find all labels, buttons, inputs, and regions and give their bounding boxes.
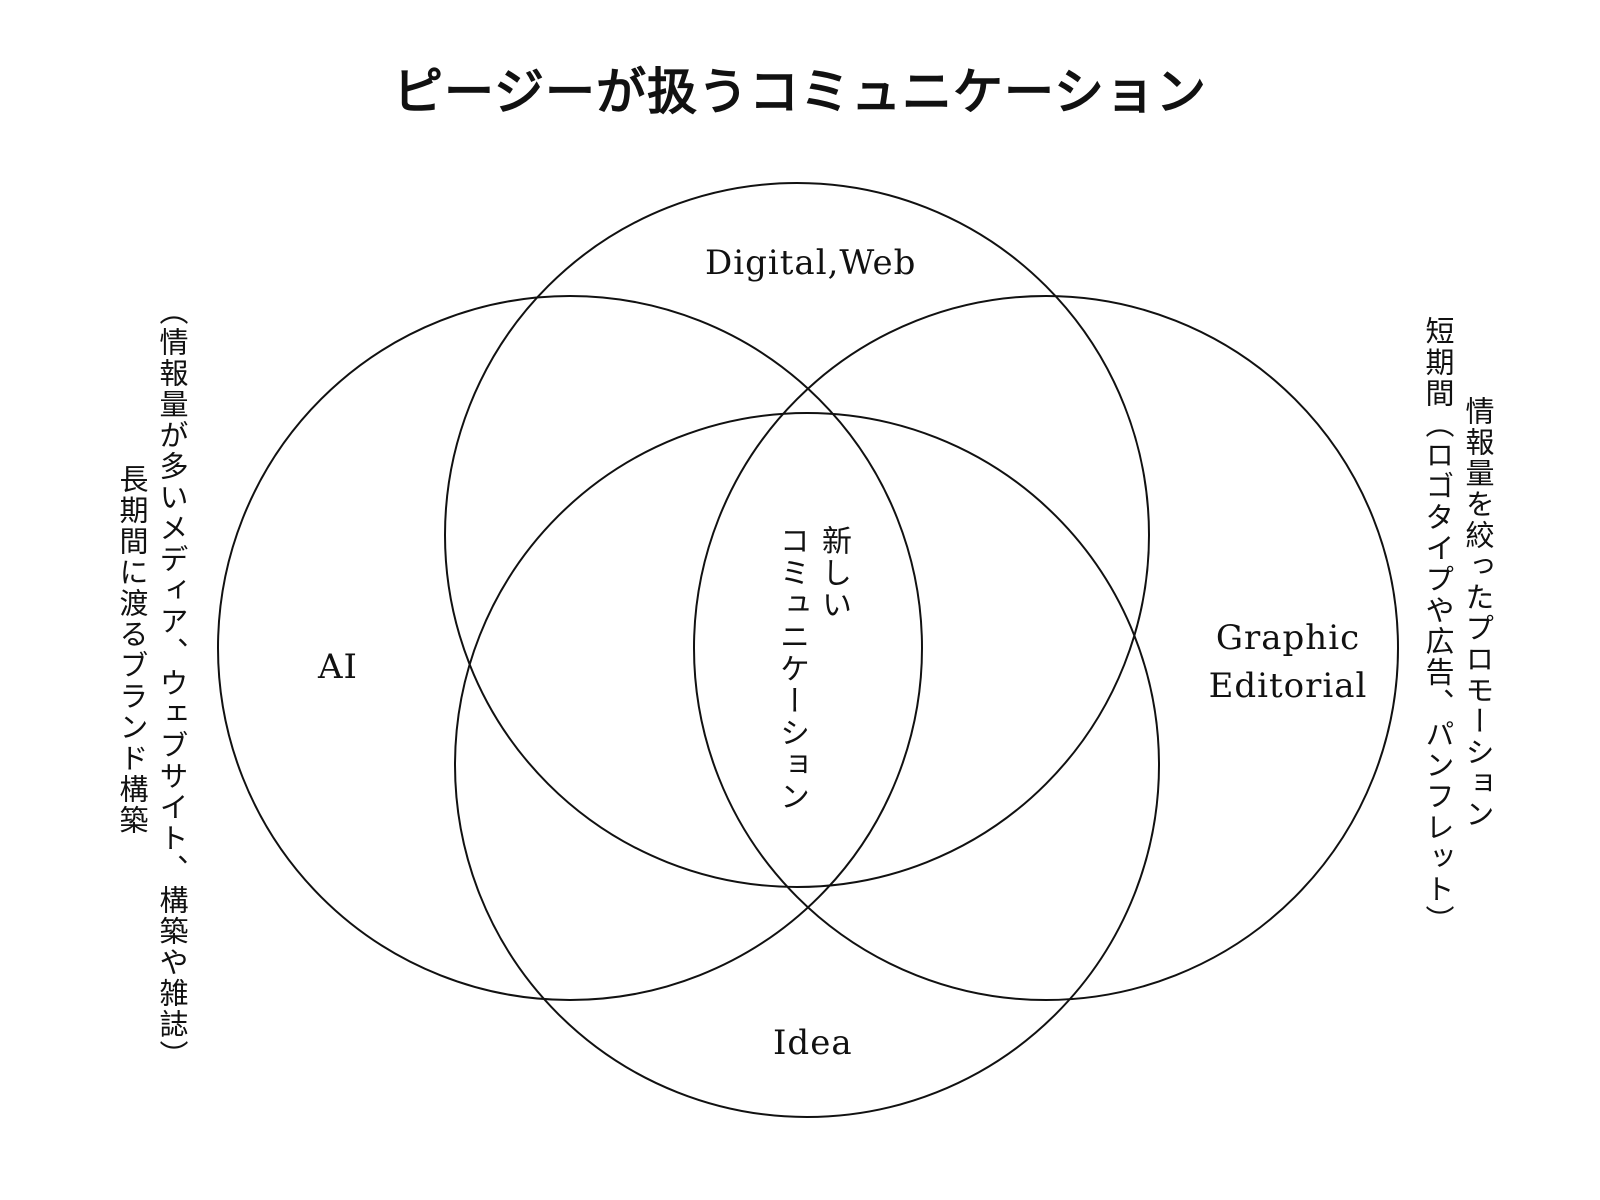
center-label-line-2: コミュニケーション [774, 525, 809, 813]
label-idea: Idea [773, 1023, 853, 1063]
center-label: 新しい コミュニケーション [770, 525, 854, 813]
right-note-line-1: 情報量を絞ったプロモーション [1461, 396, 1495, 830]
label-graphic: Graphic [1215, 618, 1361, 658]
center-label-line-1: 新しい [816, 525, 851, 621]
label-ai: AI [318, 647, 358, 687]
page-title: ピージーが扱うコミュニケーション [393, 62, 1207, 121]
circle-digital-web [444, 182, 1150, 888]
left-note-line-1: （情報量が多いメディア、ウェブサイト、構築や雑誌） [155, 296, 189, 1071]
right-note-line-2: 短期間（ロゴタイプや広告、パンフレット） [1421, 316, 1455, 936]
left-note: （情報量が多いメディア、ウェブサイト、構築や雑誌） 長期間に渡るブランド構築 [112, 296, 192, 1071]
circle-ai [217, 295, 923, 1001]
label-editorial: Editorial [1208, 666, 1368, 706]
circle-graphic-editorial [693, 295, 1399, 1001]
label-digital-web: Digital,Web [705, 243, 917, 283]
left-note-line-2: 長期間に渡るブランド構築 [115, 464, 149, 836]
circle-idea [454, 412, 1160, 1118]
right-note: 情報量を絞ったプロモーション 短期間（ロゴタイプや広告、パンフレット） [1418, 316, 1498, 936]
